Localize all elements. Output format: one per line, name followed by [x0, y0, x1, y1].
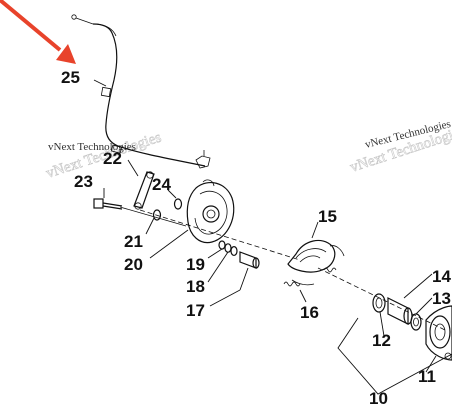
- brake-cable: [71, 14, 211, 169]
- brake-shoe: [287, 239, 345, 286]
- callout-21: 21: [124, 232, 143, 251]
- callout-10: 10: [369, 389, 388, 408]
- callout-17: 17: [186, 301, 205, 320]
- callout-18: 18: [186, 277, 205, 296]
- leader-lines: [93, 79, 437, 373]
- washer-21: [152, 209, 162, 221]
- callout-20: 20: [124, 255, 143, 274]
- callout-labels: 25 22 23 24 21 20 19 18 17 15 16 14 13 1…: [61, 68, 451, 408]
- callout-13: 13: [432, 289, 451, 308]
- shoe-springs: [283, 267, 337, 287]
- brake-panel: [186, 179, 235, 244]
- callout-16: 16: [300, 303, 319, 322]
- callout-23: 23: [74, 172, 93, 191]
- callout-22: 22: [103, 149, 122, 168]
- callout-12: 12: [372, 331, 391, 350]
- callout-19: 19: [186, 255, 205, 274]
- red-pointer-arrow-icon: [0, 0, 76, 64]
- callout-25: 25: [61, 68, 80, 87]
- brake-cam-set: [218, 240, 260, 269]
- assembly-group-bracket: [337, 317, 452, 395]
- bolt-23: [93, 198, 123, 210]
- nut-24: [173, 198, 183, 210]
- axle-centerline: [139, 209, 446, 331]
- callout-24: 24: [152, 175, 171, 194]
- wheel-hub: [425, 305, 452, 361]
- callout-14: 14: [432, 267, 451, 286]
- callout-11: 11: [418, 367, 436, 386]
- callout-15: 15: [318, 207, 337, 226]
- watermark-right: vNext Technologies vNext Technologies: [348, 118, 452, 176]
- brake-cam-lever: [119, 171, 187, 227]
